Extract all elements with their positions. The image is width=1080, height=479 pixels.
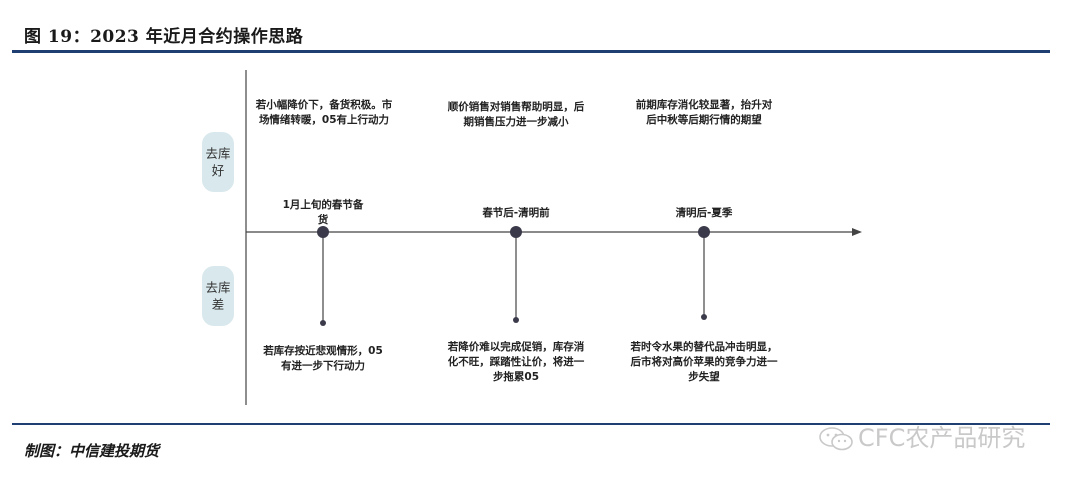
watermark: CFC农产品研究 <box>818 418 1025 453</box>
stage-3-bad-text: 若时令水果的替代品冲击明显，后市将对高价苹果的竞争力进一步失望 <box>630 341 778 383</box>
stage-2-node <box>510 226 522 238</box>
bad-destock-label: 去库差 <box>202 266 234 326</box>
watermark-text: CFC农产品研究 <box>858 424 1026 452</box>
stage-3-end-dot <box>701 314 707 320</box>
footer-rule <box>12 423 1050 425</box>
stage-2-good-text: 顺价销售对销售帮助明显，后期销售压力进一步减小 <box>447 101 585 128</box>
wechat-icon <box>819 427 853 451</box>
stage-1-good-text: 若小幅降价下，备货积极。市场情绪转暖，05有上行动力 <box>255 99 393 126</box>
stage-3-name: 清明后-夏季 <box>675 207 733 219</box>
stage-3-good-text: 前期库存消化较显著，抬升对后中秋等后期行情的期望 <box>635 99 773 126</box>
timeline-arrow-icon <box>852 228 862 236</box>
figure-source: 制图：中信建投期货 <box>24 442 160 460</box>
stage-1-node <box>317 226 329 238</box>
stage-1-end-dot <box>320 320 326 326</box>
figure-title: 图 19：2023 年近月合约操作思路 <box>24 27 304 47</box>
good-destock-label: 去库好 <box>202 132 234 192</box>
stage-2-name: 春节后-清明前 <box>482 207 550 219</box>
stage-1-name: 1月上旬的春节备货 <box>282 199 364 226</box>
stage-3-node <box>698 226 710 238</box>
title-rule <box>12 50 1050 53</box>
stage-1-bad-text: 若库存按近悲观情形，05有进一步下行动力 <box>263 345 383 372</box>
stage-2-bad-text: 若降价难以完成促销，库存消化不旺，踩踏性让价，将进一步拖累05 <box>447 341 585 383</box>
stage-2-end-dot <box>513 317 519 323</box>
